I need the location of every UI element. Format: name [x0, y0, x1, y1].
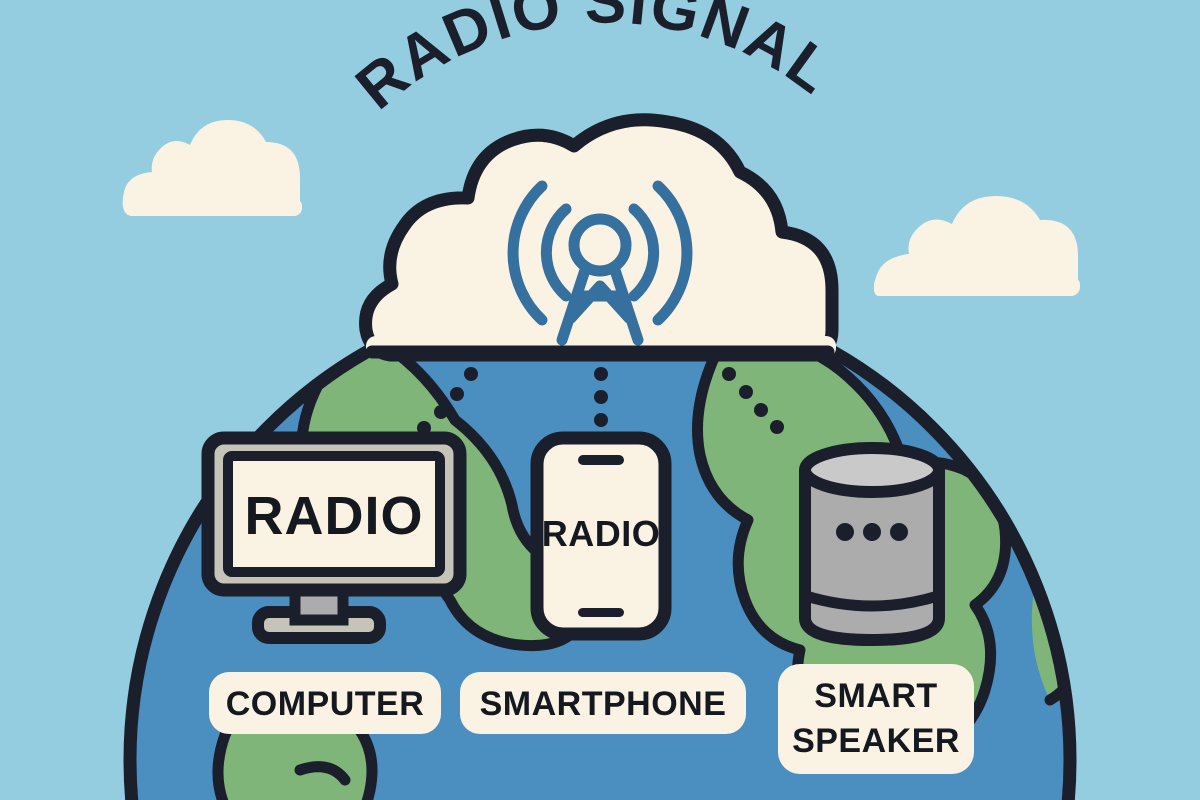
- label-smart-speaker-line2: SPEAKER: [792, 722, 960, 760]
- monitor-screen: [223, 451, 445, 577]
- device-smartphone[interactable]: RADIO: [530, 431, 672, 641]
- speaker-top: [799, 442, 945, 498]
- phone-body: [530, 431, 672, 641]
- label-smartphone-text: SMARTPHONE: [480, 685, 727, 723]
- dotted-link-to-smart-speaker: [722, 367, 784, 434]
- decor-cloud-left: [122, 120, 302, 216]
- device-computer[interactable]: RADIO: [201, 431, 467, 644]
- phone-earpiece: [578, 455, 624, 465]
- label-pill-smartphone[interactable]: SMARTPHONE: [460, 672, 746, 734]
- speaker-indicator-dots: [836, 523, 908, 541]
- label-pill-smart-speaker[interactable]: SMART SPEAKER: [778, 664, 974, 774]
- decor-cloud-right: [873, 196, 1080, 296]
- label-computer-text: COMPUTER: [226, 685, 425, 723]
- computer-screen-text: RADIO: [245, 486, 424, 546]
- cloud-shape: [359, 113, 839, 362]
- label-pill-computer[interactable]: COMPUTER: [209, 672, 441, 734]
- dotted-link-to-smartphone: [594, 367, 608, 427]
- phone-home-indicator: [578, 608, 624, 617]
- phone-screen-text: RADIO: [542, 513, 661, 554]
- speaker-base-band: [800, 590, 944, 612]
- device-smart-speaker[interactable]: [799, 442, 945, 646]
- label-smart-speaker-line1: SMART: [814, 677, 937, 715]
- broadcast-antenna-icon: [507, 180, 693, 346]
- speaker-body: [799, 464, 945, 646]
